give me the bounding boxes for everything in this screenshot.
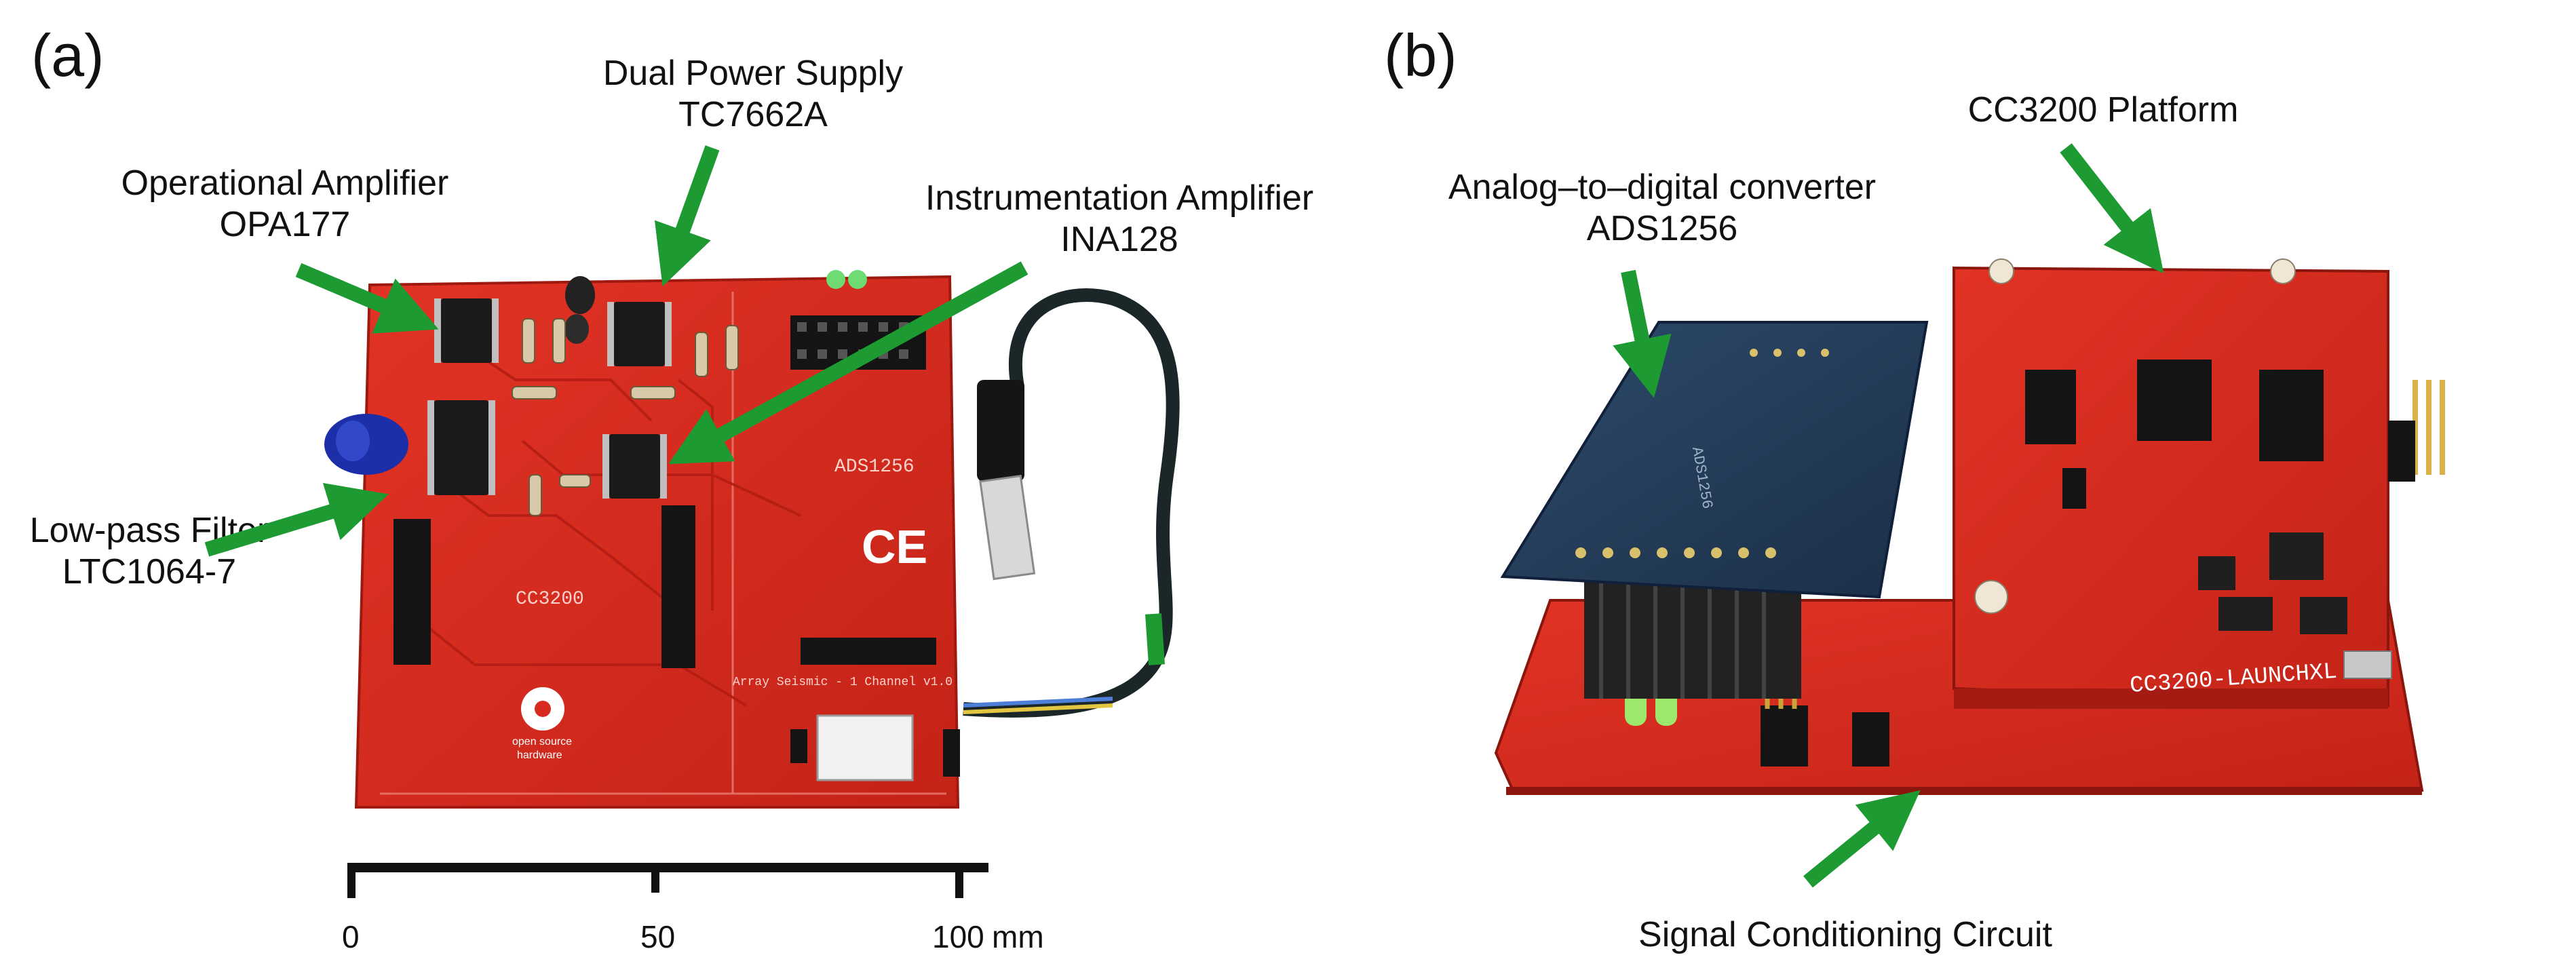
arrow-cc3200	[2060, 143, 2164, 274]
annotation-instrumentation-amplifier: Instrumentation Amplifier INA128	[882, 178, 1357, 261]
annotation-line: Dual Power Supply	[602, 54, 904, 93]
usb-plug	[977, 380, 1036, 581]
annotation-dual-power-supply: Dual Power Supply TC7662A	[583, 53, 923, 136]
logo-text-hardware: hardware	[517, 750, 562, 761]
scale-bar	[347, 863, 988, 898]
annotation-part-number: LTC1064-7	[62, 552, 237, 592]
scale-unit-label: mm	[992, 919, 1044, 954]
silk-ads1256: ADS1256	[834, 457, 915, 478]
arrow-dual-power	[654, 145, 720, 287]
arrow-signal-conditioning	[1803, 790, 1921, 888]
annotation-part-number: TC7662A	[678, 95, 828, 135]
silk-array-seismic: Array Seismic - 1 Channel v1.0	[733, 676, 953, 689]
annotation-adc: Analog–to–digital converter ADS1256	[1418, 167, 1906, 250]
annotation-cc3200-platform: CC3200 Platform	[1927, 90, 2280, 131]
header-connectors-b	[1761, 705, 1889, 767]
ic-opa177	[434, 298, 499, 363]
usb-cable	[963, 288, 1180, 718]
arrow-inamp	[668, 261, 1029, 465]
scale-tick-label-0: 0	[342, 919, 360, 954]
open-source-hardware-logo: open source hardware	[512, 687, 572, 761]
annotation-line: Operational Amplifier	[121, 163, 449, 203]
ic-ina128	[602, 434, 667, 499]
arrow-opamp	[295, 263, 439, 334]
annotation-line: CC3200 Platform	[1967, 90, 2239, 130]
resistors	[512, 318, 739, 516]
ce-mark-a: CE	[862, 520, 927, 573]
annotation-line: Analog–to–digital converter	[1448, 168, 1877, 207]
capacitor-blue	[324, 414, 408, 475]
annotation-part-number: ADS1256	[1586, 209, 1738, 249]
ic-tc7662a	[607, 302, 672, 366]
annotation-part-number: OPA177	[219, 205, 351, 245]
cc3200-launchpad: CC3200-LAUNCHXL	[1953, 258, 2445, 709]
arrows-panel-b	[1613, 143, 2164, 888]
adc-header-block	[1584, 577, 1801, 699]
ic-ltc1064	[427, 400, 495, 495]
panel-b-label: (b)	[1384, 22, 1457, 89]
led-green-a	[826, 270, 867, 289]
annotation-operational-amplifier: Operational Amplifier OPA177	[88, 163, 482, 246]
arrows-panel-a	[204, 145, 1029, 557]
annotation-signal-conditioning: Signal Conditioning Circuit	[1608, 914, 2083, 956]
panel-a-label: (a)	[31, 22, 104, 89]
logo-text-open-source: open source	[512, 736, 572, 748]
silk-cc3200: CC3200	[516, 589, 584, 610]
annotation-line: Signal Conditioning Circuit	[1638, 915, 2052, 954]
arrow-adc	[1613, 269, 1672, 398]
scale-tick-label-100: 100	[932, 919, 984, 954]
ads1256-module: ADS1256	[1500, 321, 1929, 599]
capacitor-black	[564, 276, 595, 344]
annotation-line: Instrumentation Amplifier	[925, 178, 1314, 218]
arrow-lowpass	[204, 482, 389, 557]
terminal-block	[790, 714, 960, 781]
scale-tick-label-50: 50	[640, 919, 676, 954]
annotation-part-number: INA128	[1060, 220, 1178, 260]
